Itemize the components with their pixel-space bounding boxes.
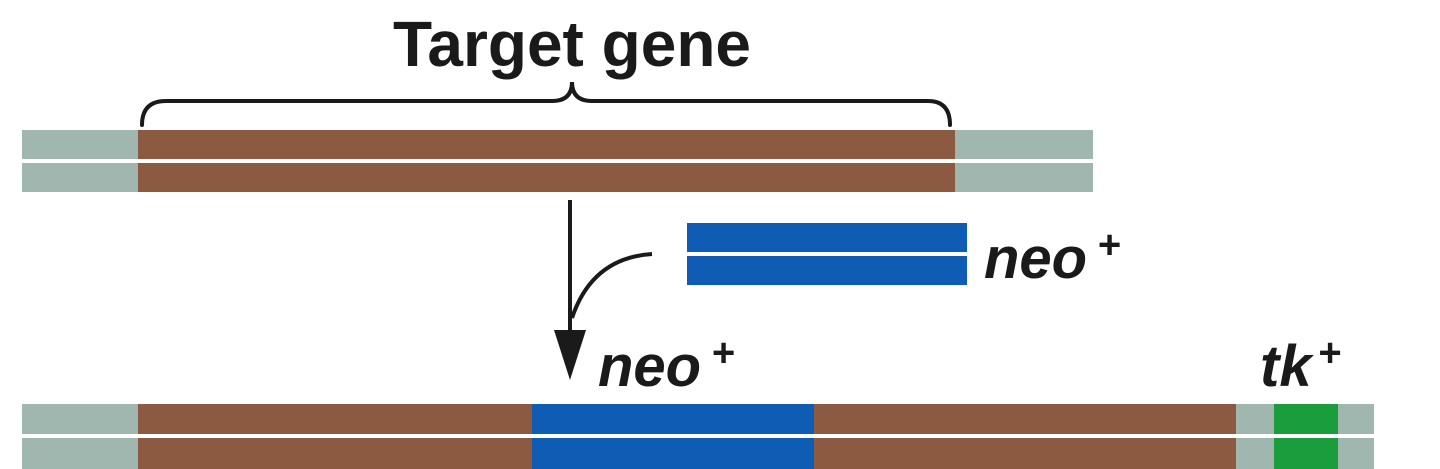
neo-insert-separator	[687, 252, 967, 256]
neo-insert-label: neo+	[984, 223, 1120, 291]
insert-curve-arrow	[570, 252, 653, 319]
bottom-strand-separator	[22, 434, 1374, 438]
neo-result-label: neo+	[598, 331, 734, 399]
arrow-head-icon	[554, 330, 586, 380]
tk-name: tk	[1260, 334, 1314, 399]
neo-result-sup: +	[711, 331, 734, 375]
strand-separator	[22, 159, 1093, 163]
tk-sup: +	[1318, 331, 1341, 375]
neo-insert	[687, 223, 967, 285]
target-gene-brace	[140, 81, 952, 127]
tk-label: tk+	[1260, 331, 1341, 399]
targeted-chromosome	[22, 404, 1374, 469]
wildtype-chromosome	[22, 130, 1093, 192]
neo-insert-sup: +	[1097, 223, 1120, 267]
target-gene-label: Target gene	[393, 8, 751, 80]
neo-insert-name: neo	[984, 226, 1087, 291]
recombination-arrow	[554, 200, 586, 380]
neo-result-name: neo	[598, 334, 701, 399]
